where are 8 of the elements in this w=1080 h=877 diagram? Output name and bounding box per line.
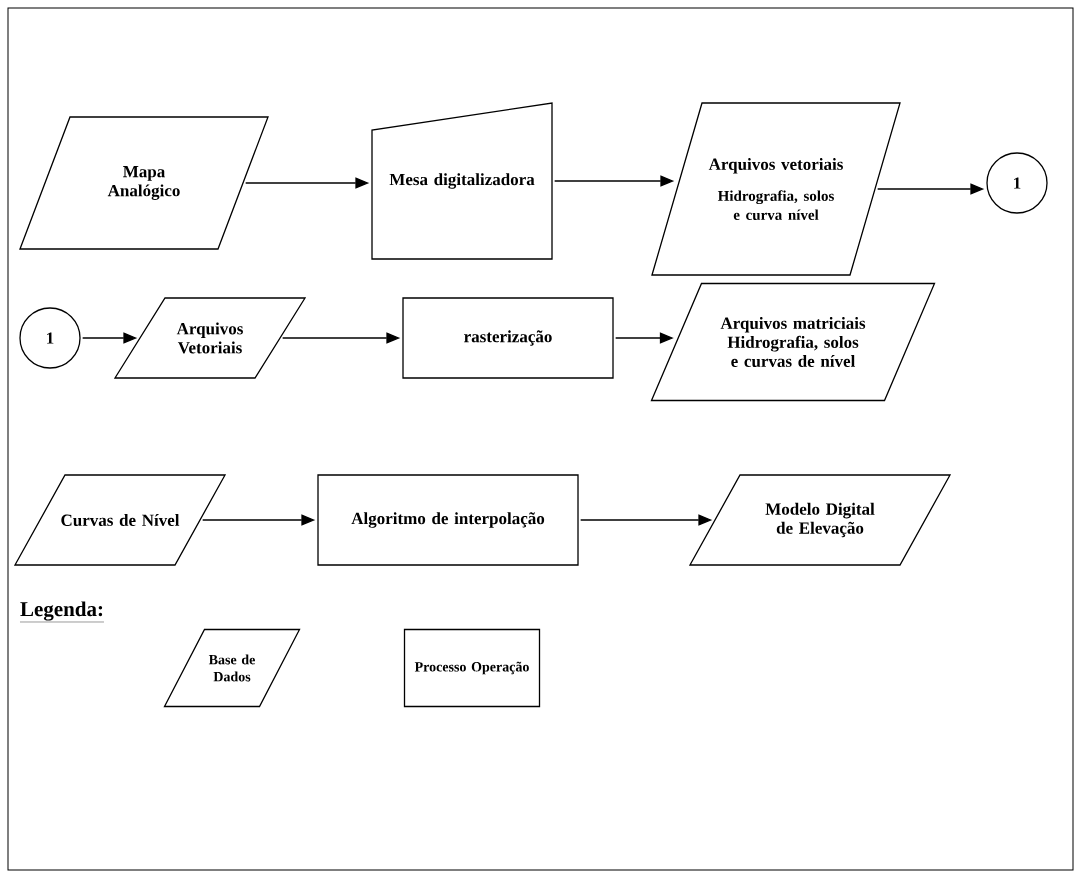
legend-sample: Processo Operação — [403, 628, 541, 708]
process-box: rasterização — [402, 297, 614, 379]
data-parallelogram: Arquivos matriciais Hidrografia, solos e curvas de nível — [650, 282, 936, 402]
legend-title: Legenda: — [19, 601, 105, 623]
data-parallelogram: Arquivos vetoriais Hidrografia, solos e curva nível — [651, 102, 901, 276]
process-box: Algoritmo de interpolação — [317, 474, 579, 566]
legend-sample: Base de Dados — [163, 628, 301, 708]
data-parallelogram: Mapa Analógico — [19, 116, 269, 250]
